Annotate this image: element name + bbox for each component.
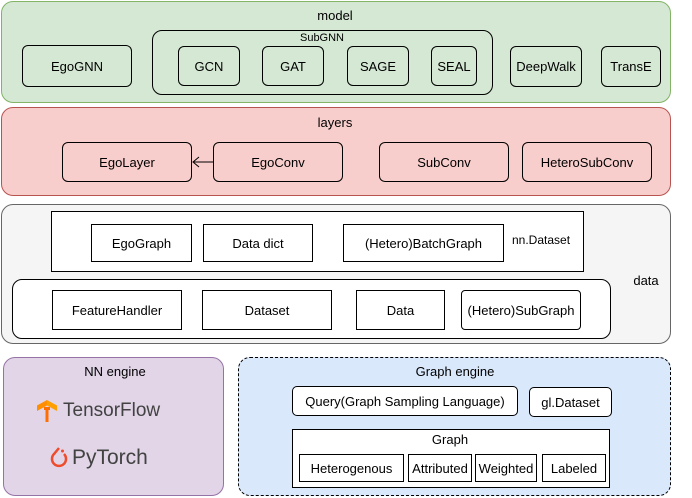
labeled-box[interactable]: Labeled xyxy=(542,454,606,482)
egoconv-box[interactable]: EgoConv xyxy=(213,142,343,182)
sage-box[interactable]: SAGE xyxy=(347,46,409,86)
heterosubconv-box[interactable]: HeteroSubConv xyxy=(522,142,652,182)
seal-box[interactable]: SEAL xyxy=(431,46,477,86)
featurehandler-box[interactable]: FeatureHandler xyxy=(52,290,182,330)
subgnn-group xyxy=(152,30,493,95)
heterogenous-box[interactable]: Heterogenous xyxy=(299,454,404,482)
egograph-box[interactable]: EgoGraph xyxy=(91,224,192,262)
gl-dataset-box[interactable]: gl.Dataset xyxy=(529,387,612,417)
graph-engine-title: Graph engine xyxy=(415,364,495,379)
pytorch-icon xyxy=(50,447,68,468)
data-title: data xyxy=(633,273,659,288)
pytorch-logo: PyTorch xyxy=(50,444,148,472)
data-box[interactable]: Data xyxy=(356,290,445,330)
pytorch-text: PyTorch xyxy=(72,446,148,469)
layers-title: layers xyxy=(317,115,353,130)
graph-title: Graph xyxy=(431,432,469,447)
transe-box[interactable]: TransE xyxy=(601,46,661,87)
hetero-subgraph-box[interactable]: (Hetero)SubGraph xyxy=(461,290,581,330)
query-box[interactable]: Query(Graph Sampling Language) xyxy=(292,386,518,416)
attributed-box[interactable]: Attributed xyxy=(408,454,472,482)
nn-engine-title: NN engine xyxy=(84,364,146,379)
subconv-box[interactable]: SubConv xyxy=(379,142,509,182)
gcn-box[interactable]: GCN xyxy=(178,46,240,86)
egognn-box[interactable]: EgoGNN xyxy=(22,45,132,87)
egolayer-box[interactable]: EgoLayer xyxy=(62,142,192,182)
hetero-batchgraph-box[interactable]: (Hetero)BatchGraph xyxy=(343,224,504,262)
nn-engine-panel xyxy=(3,357,224,496)
egoconv-to-egolayer-arrow xyxy=(192,156,214,168)
nn-dataset-title: nn.Dataset xyxy=(512,233,571,247)
data-dict-box[interactable]: Data dict xyxy=(203,224,313,262)
dataset-box[interactable]: Dataset xyxy=(202,290,332,330)
tensorflow-icon xyxy=(37,400,57,422)
gat-box[interactable]: GAT xyxy=(262,46,324,86)
model-title: model xyxy=(317,8,353,23)
tensorflow-logo: TensorFlow xyxy=(36,398,160,424)
weighted-box[interactable]: Weighted xyxy=(475,454,537,482)
subgnn-title: SubGNN xyxy=(299,32,345,44)
tensorflow-text: TensorFlow xyxy=(63,400,161,421)
deepwalk-box[interactable]: DeepWalk xyxy=(510,46,582,87)
